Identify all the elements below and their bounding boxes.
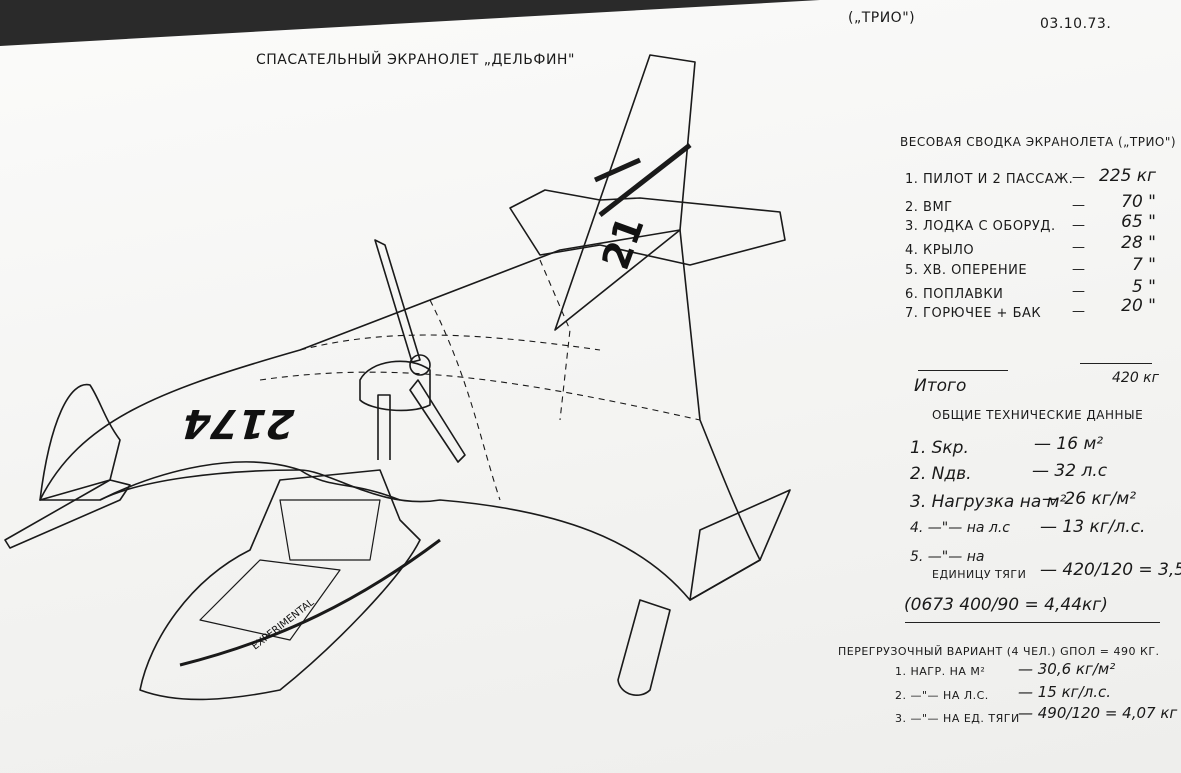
- right-endplate: [689, 489, 791, 601]
- hull-stripe: [179, 538, 441, 667]
- overload-value: — 30,6 кг/м²: [1018, 660, 1116, 678]
- overload-label: 3. —"— на ед. тяги: [895, 712, 1020, 725]
- scan-shadow: [0, 0, 820, 46]
- weight-label: 3. Лодка с оборуд.: [905, 219, 1056, 234]
- hull-text: EXPERIMENTAL: [250, 597, 317, 652]
- weight-value: 20 ": [1121, 296, 1156, 316]
- overload-label: 1. Нагр. на м²: [895, 665, 986, 678]
- weights-heading: Весовая сводка экранолета („ТРИО"): [900, 135, 1177, 149]
- tech-heading: Общие технические данные: [932, 408, 1144, 422]
- overload-value: — 15 кг/л.с.: [1018, 683, 1111, 701]
- tech-value: — 16 м²: [1034, 434, 1104, 454]
- tech-label: 1. Sкр.: [910, 438, 969, 458]
- tech-value: — 13 кг/л.с.: [1040, 517, 1146, 537]
- tech-label: 2. Nдв.: [910, 464, 972, 484]
- weight-value: 5 ": [1131, 277, 1156, 297]
- tech-note: (0673 400/90 = 4,44кг): [904, 595, 1108, 615]
- right-float: [617, 599, 671, 696]
- weight-label: 6. Поплавки: [905, 287, 1004, 302]
- overload-value: — 490/120 = 4,07 кг: [1018, 704, 1178, 722]
- weight-label: 2. ВМГ: [905, 200, 953, 215]
- weight-label: 7. Горючее + бак: [905, 306, 1042, 321]
- wing: [39, 229, 761, 601]
- engine: [359, 360, 431, 412]
- dash: —: [1072, 198, 1086, 213]
- wing-leading-edge: [99, 461, 401, 501]
- total-label: Итого: [914, 376, 967, 396]
- dash: —: [1072, 240, 1086, 255]
- divider: [918, 370, 1008, 371]
- weight-label: 4. Крыло: [905, 243, 975, 258]
- propeller-hub: [409, 354, 431, 376]
- dash: —: [1072, 218, 1086, 233]
- left-endplate: [39, 383, 121, 501]
- tech-value: — 420/120 = 3,5 кг: [1040, 560, 1181, 580]
- tech-value: — 26 кг/м²: [1042, 489, 1137, 509]
- engine-pylon: [377, 394, 391, 460]
- weight-value: 225 кг: [1098, 166, 1156, 186]
- tail-number: 21: [593, 210, 652, 275]
- weight-label: 1. Пилот и 2 пассаж.: [905, 172, 1074, 187]
- divider: [905, 622, 1160, 623]
- dash: —: [1072, 170, 1086, 185]
- hull: [139, 469, 421, 701]
- wing-number: 2174: [177, 400, 301, 447]
- divider: [1080, 363, 1152, 364]
- stabilizer: [509, 189, 786, 266]
- weight-label: 5. Хв. оперение: [905, 263, 1028, 278]
- weight-value: 70 ": [1121, 192, 1156, 212]
- dash: —: [1072, 304, 1086, 319]
- propeller: [374, 239, 466, 463]
- tech-label: единицу тяги: [932, 568, 1027, 581]
- weight-value: 7 ": [1131, 255, 1156, 275]
- tech-label: 5. —"— на: [910, 549, 985, 565]
- overload-heading: Перегрузочный вариант (4 чел.) Gпол = 49…: [838, 645, 1160, 658]
- total-value: 420 кг: [1112, 370, 1159, 386]
- dash: —: [1072, 284, 1086, 299]
- variant-label: („ТРИО"): [848, 10, 916, 26]
- dash: —: [1072, 262, 1086, 277]
- left-float: [4, 479, 131, 549]
- overload-label: 2. —"— на л.с.: [895, 689, 989, 702]
- tail-fin: [554, 54, 696, 331]
- cockpit: [199, 499, 381, 641]
- weight-value: 28 ": [1121, 233, 1156, 253]
- tech-label: 3. Нагрузка на м²: [910, 492, 1067, 512]
- tech-label: 4. —"— на л.с: [910, 520, 1010, 536]
- page-title: Спасательный экранолет „Дельфин": [256, 52, 575, 68]
- tech-value: — 32 л.с: [1032, 461, 1108, 481]
- tail-stripe: [593, 143, 692, 217]
- wing-ribs: [259, 259, 701, 501]
- weight-value: 65 ": [1121, 212, 1156, 232]
- date: 03.10.73.: [1040, 16, 1112, 32]
